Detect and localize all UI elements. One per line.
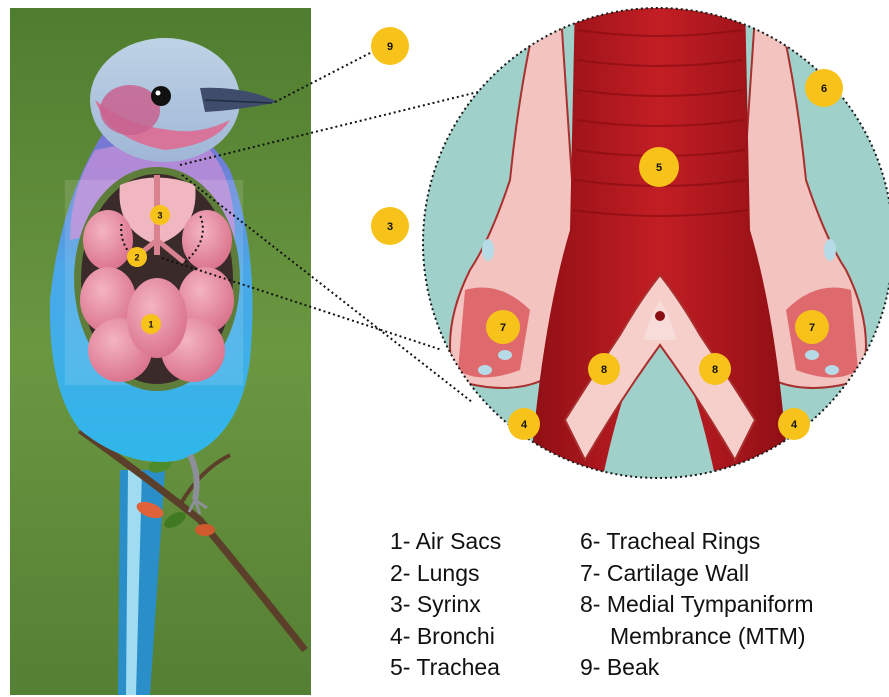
legend-left: 1- Air Sacs 2- Lungs 3- Syrinx 4- Bronch… [390,526,501,684]
svg-text:7: 7 [500,322,506,334]
svg-text:8: 8 [712,364,718,376]
badge-bronchi-left: 4 [508,408,540,440]
bird-lung-right [182,210,232,270]
badge-tracheal-rings: 6 [805,69,843,107]
legend-item-tracheal-rings: 6- Tracheal Rings [580,526,814,558]
badge-syrinx-bird: 3 [150,205,170,225]
bird-eye [151,86,171,106]
badge-mtm-left: 8 [588,353,620,385]
svg-text:7: 7 [809,322,815,334]
legend-item-beak: 9- Beak [580,652,814,684]
svg-text:9: 9 [387,41,393,53]
svg-text:3: 3 [157,211,162,221]
svg-text:8: 8 [601,364,607,376]
legend-item-syrinx: 3- Syrinx [390,589,501,621]
svg-text:1: 1 [148,320,153,330]
badge-mtm-right: 8 [699,353,731,385]
svg-text:3: 3 [387,221,393,233]
bird-photo [10,8,311,695]
badge-beak: 9 [371,27,409,65]
svg-text:5: 5 [656,162,662,174]
badge-lungs-bird: 2 [127,247,147,267]
svg-text:2: 2 [134,253,139,263]
badge-air-sacs-bird: 1 [141,314,161,334]
legend-item-trachea: 5- Trachea [390,652,501,684]
legend-item-air-sacs: 1- Air Sacs [390,526,501,558]
legend-item-mtm-continued: Membrance (MTM) [580,621,814,653]
legend-item-cartilage-wall: 7- Cartilage Wall [580,558,814,590]
svg-text:6: 6 [821,83,827,95]
legend-item-bronchi: 4- Bronchi [390,621,501,653]
bird-lung-left [83,210,133,270]
badge-trachea: 5 [639,147,679,187]
badge-bronchi-right: 4 [778,408,810,440]
legend-right: 6- Tracheal Rings 7- Cartilage Wall 8- M… [580,526,814,684]
badge-cartilage-wall-right: 7 [795,310,829,344]
badge-cartilage-wall-left: 7 [486,310,520,344]
badge-syrinx: 3 [371,207,409,245]
svg-text:4: 4 [521,419,528,431]
legend-item-lungs: 2- Lungs [390,558,501,590]
svg-text:4: 4 [791,419,798,431]
legend-item-mtm: 8- Medial Tympaniform [580,589,814,621]
